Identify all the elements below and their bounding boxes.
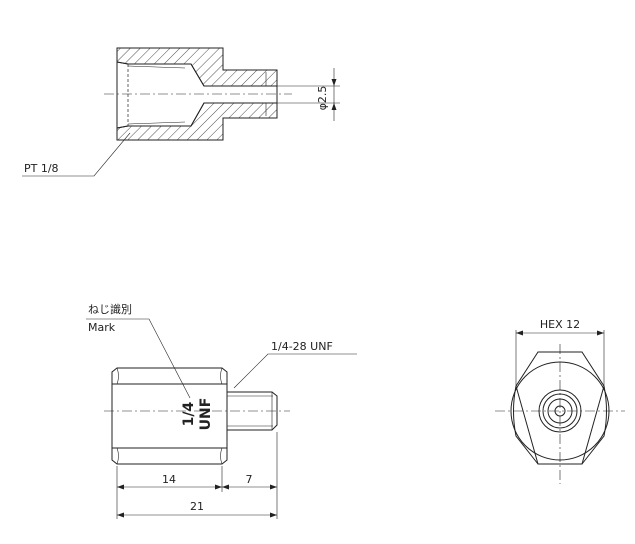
thread-minor-lines <box>127 65 267 125</box>
section-view: φ2.5 PT 1/8 <box>22 47 340 177</box>
engraving-line2: UNF <box>198 398 214 431</box>
pt-thread-callout: PT 1/8 <box>24 162 59 175</box>
pt-leader-line <box>22 132 131 177</box>
unf-leader-line <box>233 353 357 389</box>
bore-dimension-text: φ2.5 <box>316 86 329 111</box>
section-lower-wall <box>116 102 278 141</box>
hex-dimension-text: HEX 12 <box>540 318 580 331</box>
section-upper-wall <box>116 47 278 87</box>
mark-label-jp: ねじ識別 <box>88 303 132 316</box>
end-view: HEX 12 <box>495 318 625 484</box>
mark-label-en: Mark <box>88 321 116 334</box>
dim-total-text: 21 <box>190 500 204 513</box>
mark-leader-line <box>86 318 191 399</box>
pt-thread-bore <box>116 61 277 129</box>
side-view: 1/4 UNF ねじ識別 Mark 1/4-28 UNF 14 7 21 <box>86 303 357 519</box>
engraving-line1: 1/4 <box>181 401 197 426</box>
unf-thread-callout: 1/4-28 UNF <box>271 340 333 353</box>
threaded-stem <box>227 391 278 431</box>
dim-stem-text: 7 <box>246 473 253 486</box>
hex-chamfer-arcs <box>116 367 223 465</box>
section-outline <box>116 47 278 141</box>
dim-body-text: 14 <box>162 473 176 486</box>
